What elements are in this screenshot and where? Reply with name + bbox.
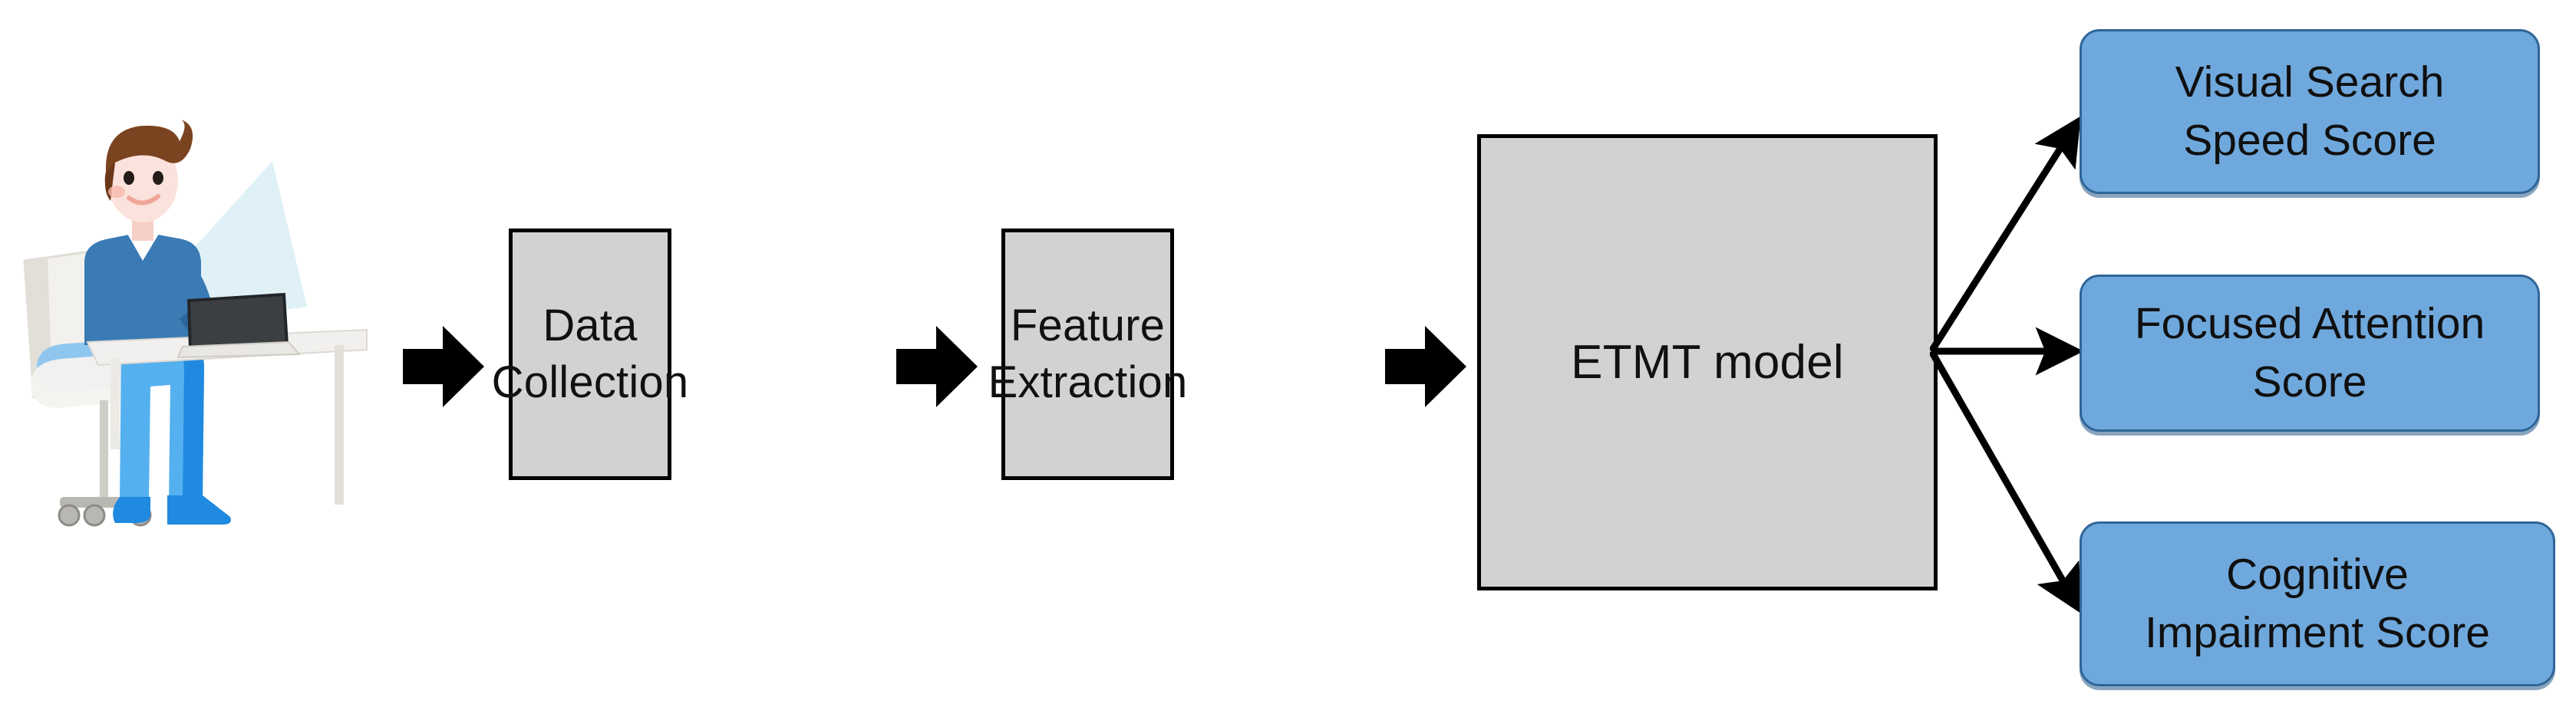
arrow-to-feature-extraction-icon [896, 326, 979, 407]
person-head [107, 140, 178, 222]
output-box-focused-attention-score[interactable]: Focused Attention Score [2080, 275, 2540, 432]
person-shoe [113, 497, 150, 523]
arrow-line-cognitive-impairment [1930, 349, 2083, 614]
person-shoe [167, 495, 231, 525]
output-box-visual-search-speed-score[interactable]: Visual Search Speed Score [2080, 29, 2540, 194]
person-hair-side [104, 163, 115, 201]
output-connector-arrows [1930, 69, 2106, 652]
arrow-to-etmt-model-icon [1385, 326, 1468, 407]
chair-stem [100, 400, 108, 502]
laptop-base [176, 340, 302, 359]
person-legs [120, 342, 204, 502]
person-hair [104, 120, 193, 190]
desk-leg [110, 357, 120, 449]
chair-wheel [83, 504, 106, 527]
desk-leg [335, 345, 344, 505]
process-box-feature-extraction[interactable]: Feature Extraction [988, 229, 1187, 480]
arrow-to-data-collection-icon [403, 326, 486, 407]
person-legs-shade [169, 342, 204, 500]
person-at-desk-illustration [8, 115, 368, 552]
person-eye [153, 171, 163, 185]
process-box-data-collection[interactable]: Data Collection [492, 229, 688, 480]
output-box-cognitive-impairment-score[interactable]: Cognitive Impairment Score [2080, 521, 2555, 686]
process-box-etmt-model[interactable]: ETMT model [1477, 134, 1938, 590]
person-mouth [127, 194, 160, 206]
person-eye [124, 171, 134, 185]
person-cheek [108, 186, 125, 198]
chair-wheel [58, 504, 81, 527]
arrow-line-visual-search [1930, 116, 2081, 354]
laptop-screen [186, 292, 289, 352]
